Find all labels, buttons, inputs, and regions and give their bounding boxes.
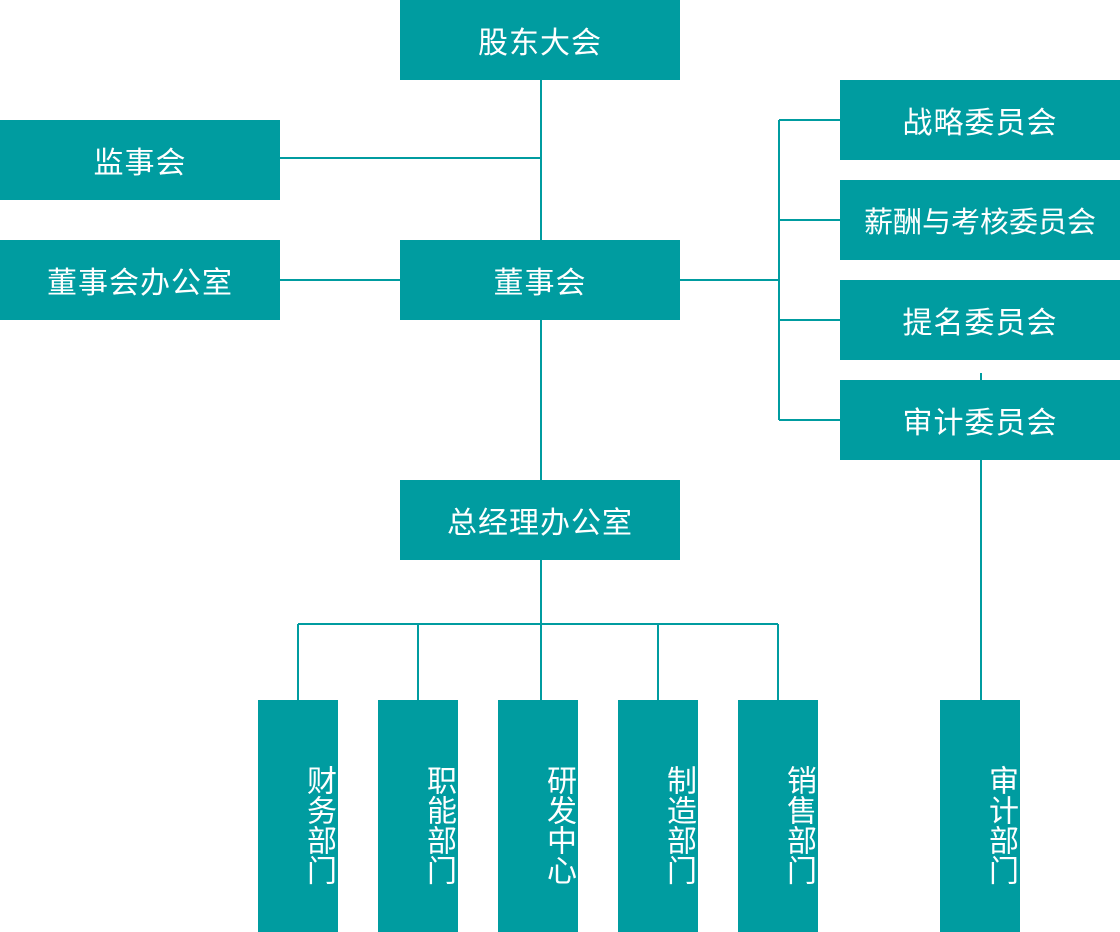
node-board-of-directors: 董事会 (400, 240, 680, 320)
node-finance-dept: 财务部门 (258, 700, 338, 932)
node-supervisory-board: 监事会 (0, 120, 280, 200)
node-functional-dept: 职能部门 (378, 700, 458, 932)
node-shareholders-meeting: 股东大会 (400, 0, 680, 80)
node-sales-dept: 销售部门 (738, 700, 818, 932)
node-rd-center: 研发中心 (498, 700, 578, 932)
node-audit-dept: 审计部门 (940, 700, 1020, 932)
node-audit-committee: 审计委员会 (840, 380, 1120, 460)
node-nomination-committee: 提名委员会 (840, 280, 1120, 360)
node-gm-office: 总经理办公室 (400, 480, 680, 560)
node-board-office: 董事会办公室 (0, 240, 280, 320)
node-manufacturing-dept: 制造部门 (618, 700, 698, 932)
node-compensation-committee: 薪酬与考核委员会 (840, 180, 1120, 260)
node-strategy-committee: 战略委员会 (840, 80, 1120, 160)
